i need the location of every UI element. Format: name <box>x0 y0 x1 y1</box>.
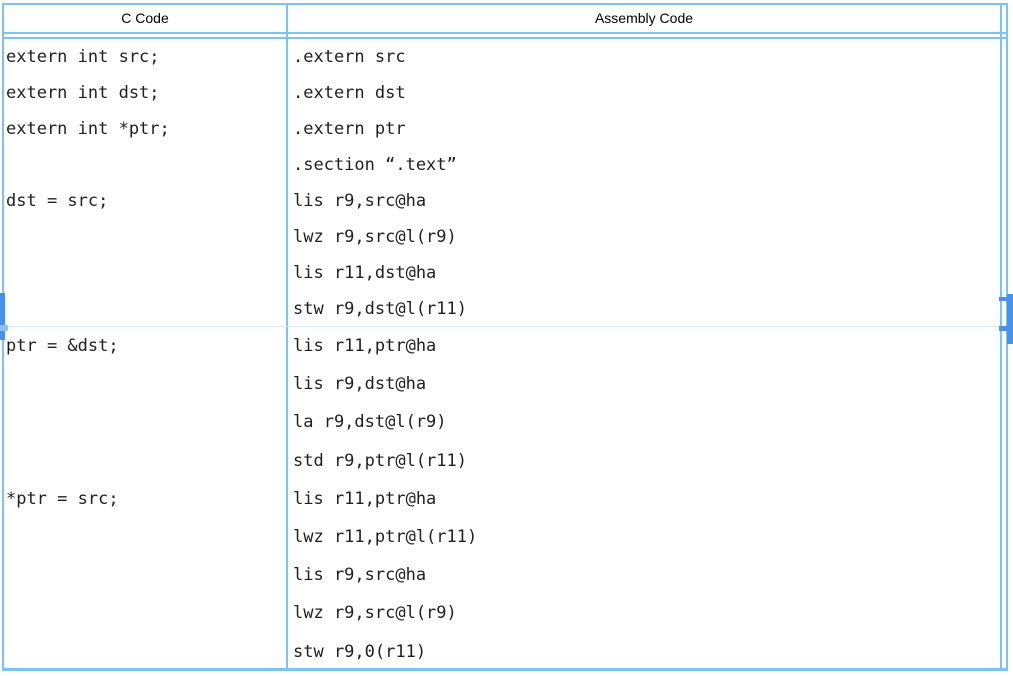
code-line <box>6 556 284 594</box>
right-sliver-divider <box>1000 3 1002 671</box>
column-header-c-code: C Code <box>4 3 286 32</box>
code-line <box>6 594 284 632</box>
code-line: lwz r9,src@l(r9) <box>293 227 457 247</box>
table-bottom-border <box>2 668 1008 671</box>
header-underline-outer <box>2 32 1008 34</box>
code-line: lis r11,dst@ha <box>293 263 437 283</box>
code-line: *ptr = src; <box>6 488 119 509</box>
code-line: .section “.text” <box>293 155 457 175</box>
code-line: lwz r9,src@l(r9) <box>293 603 457 624</box>
code-line: lis r9,src@ha <box>293 565 427 586</box>
column-header-c-code-label: C Code <box>121 9 169 26</box>
code-line: dst = src; <box>6 191 109 211</box>
c-code-cell-row1: extern int src; extern int dst; extern i… <box>6 39 284 327</box>
code-line <box>6 518 284 556</box>
assembly-code-cell-row2: lis r11,ptr@ha lis r9,dst@ha la r9,dst@l… <box>293 327 998 671</box>
code-line: std r9,ptr@l(r11) <box>293 450 467 471</box>
column-divider <box>286 3 288 671</box>
code-line: lwz r11,ptr@l(r11) <box>293 526 478 547</box>
code-line <box>6 442 284 480</box>
code-line: extern int dst; <box>6 83 160 103</box>
code-line: lis r9,dst@ha <box>293 374 427 395</box>
code-line <box>6 219 284 255</box>
code-line: extern int *ptr; <box>6 119 170 139</box>
table-top-border <box>2 3 1008 5</box>
code-line <box>6 291 284 327</box>
code-line: lis r11,ptr@ha <box>293 336 437 356</box>
code-line: .extern src <box>293 47 406 67</box>
code-line <box>6 633 284 671</box>
row-border-handle-left[interactable] <box>0 293 5 340</box>
code-line: ptr = &dst; <box>6 336 119 356</box>
code-line: extern int src; <box>6 47 160 67</box>
header-underline-inner <box>2 37 1008 39</box>
code-line <box>6 403 284 441</box>
column-header-assembly-code: Assembly Code <box>288 3 1000 32</box>
code-line: stw r9,dst@l(r11) <box>293 299 467 319</box>
row-border-tick-right-top <box>999 297 1013 301</box>
code-line: lis r9,src@ha <box>293 191 427 211</box>
assembly-code-cell-row1: .extern src .extern dst .extern ptr .sec… <box>293 39 998 327</box>
row-border-handle-right[interactable] <box>1007 294 1013 344</box>
row-divider <box>4 326 1006 327</box>
code-line: .extern dst <box>293 83 406 103</box>
c-code-cell-row2: ptr = &dst; *ptr = src; <box>6 327 284 671</box>
code-line: .extern ptr <box>293 119 406 139</box>
code-line: lis r11,ptr@ha <box>293 488 437 509</box>
column-header-assembly-code-label: Assembly Code <box>594 9 694 26</box>
code-line <box>6 255 284 291</box>
code-line: la r9,dst@l(r9) <box>293 412 447 433</box>
row-border-tick-left <box>0 325 8 331</box>
code-line <box>6 365 284 403</box>
row-border-tick-right-bottom <box>999 326 1013 331</box>
code-line: stw r9,0(r11) <box>293 641 427 662</box>
code-line <box>6 147 284 183</box>
